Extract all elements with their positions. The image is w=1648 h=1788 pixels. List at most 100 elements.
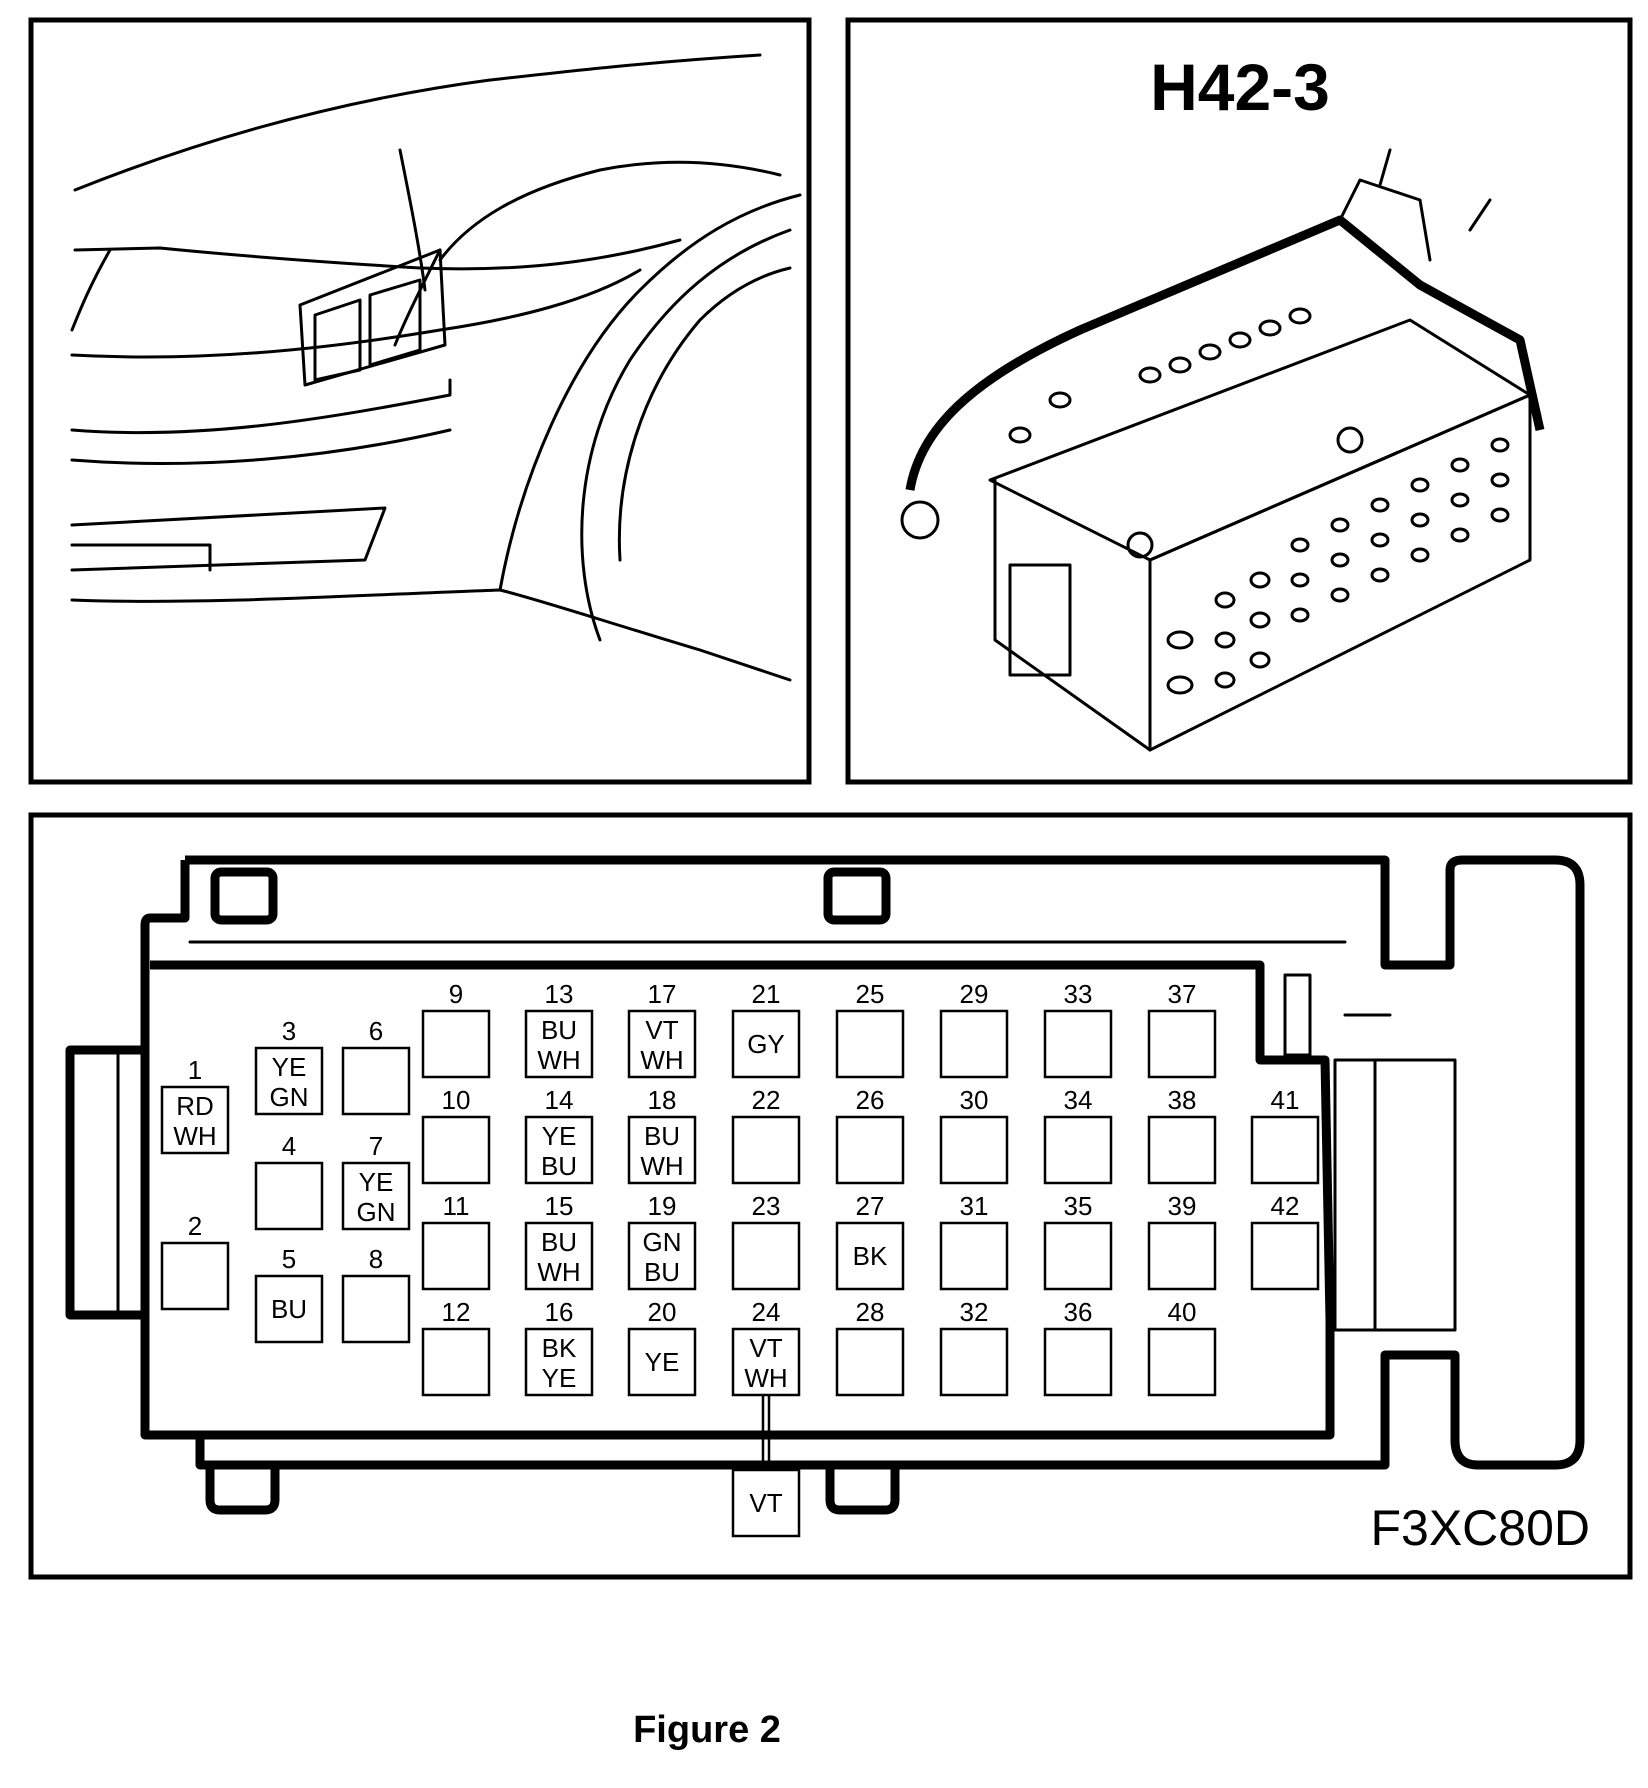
pin-number: 32 bbox=[960, 1297, 989, 1327]
pin-number: 10 bbox=[442, 1085, 471, 1115]
wire-color: BU bbox=[271, 1294, 307, 1324]
pin-cavity bbox=[835, 1327, 905, 1397]
pin-37: 37 bbox=[1147, 979, 1217, 1079]
wire-color: YE bbox=[645, 1347, 680, 1377]
pin-22: 22 bbox=[731, 1085, 801, 1185]
pin-cavity bbox=[627, 1327, 697, 1397]
pin-number: 4 bbox=[282, 1131, 296, 1161]
pin-number: 12 bbox=[442, 1297, 471, 1327]
connector-perspective-panel: H42-3 bbox=[845, 17, 1633, 785]
pin-cavity bbox=[835, 1009, 905, 1079]
pin-number: 18 bbox=[648, 1085, 677, 1115]
pin-5: 5BU bbox=[254, 1244, 324, 1344]
pin-10: 10 bbox=[421, 1085, 491, 1185]
wire-color-stripe: GN bbox=[357, 1197, 396, 1227]
wire-color-primary: GN bbox=[643, 1227, 682, 1257]
pin-number: 3 bbox=[282, 1016, 296, 1046]
wire-color-primary: BU bbox=[541, 1015, 577, 1045]
pin-34: 34 bbox=[1043, 1085, 1113, 1185]
pin-39: 39 bbox=[1147, 1191, 1217, 1291]
pin-number: 19 bbox=[648, 1191, 677, 1221]
pin-35: 35 bbox=[1043, 1191, 1113, 1291]
pin-8: 8 bbox=[341, 1244, 411, 1344]
wire-color-stripe: WH bbox=[640, 1151, 683, 1181]
pin-cavity bbox=[524, 1327, 594, 1397]
wire-color-primary: RD bbox=[176, 1091, 214, 1121]
pin-cavity bbox=[160, 1241, 230, 1311]
pin-number: 22 bbox=[752, 1085, 781, 1115]
pin-cavity bbox=[731, 1221, 801, 1291]
pin-32: 32 bbox=[939, 1297, 1009, 1397]
pin-cavity bbox=[524, 1115, 594, 1185]
pin-cavity bbox=[1147, 1327, 1217, 1397]
pin-cavity bbox=[627, 1221, 697, 1291]
pin-number: 31 bbox=[960, 1191, 989, 1221]
pin-number: 1 bbox=[188, 1055, 202, 1085]
pin-cavity bbox=[627, 1115, 697, 1185]
pin-number: 33 bbox=[1064, 979, 1093, 1009]
pin-cavity bbox=[939, 1009, 1009, 1079]
pin-4: 4 bbox=[254, 1131, 324, 1231]
pin-cavity bbox=[341, 1161, 411, 1231]
pin-number: 20 bbox=[648, 1297, 677, 1327]
wire-color-stripe: WH bbox=[744, 1363, 787, 1393]
pin-number: 13 bbox=[545, 979, 574, 1009]
pin-25: 25 bbox=[835, 979, 905, 1079]
splice-box bbox=[731, 1468, 801, 1538]
wire-color-stripe: YE bbox=[542, 1363, 577, 1393]
pin-cavity bbox=[421, 1115, 491, 1185]
pin-number: 39 bbox=[1168, 1191, 1197, 1221]
pin-cavity bbox=[524, 1009, 594, 1079]
pin-number: 5 bbox=[282, 1244, 296, 1274]
pin-cavity bbox=[254, 1046, 324, 1116]
wire-color-stripe: WH bbox=[537, 1045, 580, 1075]
pin-number: 24 bbox=[752, 1297, 781, 1327]
pin-number: 25 bbox=[856, 979, 885, 1009]
pin-cavity bbox=[939, 1327, 1009, 1397]
pin-number: 42 bbox=[1271, 1191, 1300, 1221]
pin-33: 33 bbox=[1043, 979, 1113, 1079]
pin-number: 14 bbox=[545, 1085, 574, 1115]
pin-number: 11 bbox=[443, 1191, 470, 1221]
pin-number: 6 bbox=[369, 1016, 383, 1046]
pin-cavity bbox=[939, 1221, 1009, 1291]
pin-11: 11 bbox=[421, 1191, 491, 1291]
wire-color-primary: BU bbox=[541, 1227, 577, 1257]
pin-cavity bbox=[835, 1115, 905, 1185]
pin-number: 30 bbox=[960, 1085, 989, 1115]
pin-2: 2 bbox=[160, 1211, 230, 1311]
pin-31: 31 bbox=[939, 1191, 1009, 1291]
pin-cavity bbox=[421, 1221, 491, 1291]
pin-number: 36 bbox=[1064, 1297, 1093, 1327]
pin-26: 26 bbox=[835, 1085, 905, 1185]
wire-color: GY bbox=[747, 1029, 785, 1059]
pin-30: 30 bbox=[939, 1085, 1009, 1185]
pin-9: 9 bbox=[421, 979, 491, 1079]
wire-color-stripe: WH bbox=[640, 1045, 683, 1075]
figure-code: F3XC80D bbox=[1370, 1500, 1590, 1556]
pin-number: 34 bbox=[1064, 1085, 1093, 1115]
pin-layout: 1RDWH23YEGN45BU67YEGN8910111213BUWH14YEB… bbox=[160, 979, 1320, 1397]
pin-number: 28 bbox=[856, 1297, 885, 1327]
figure-caption: Figure 2 bbox=[633, 1709, 781, 1751]
pin-number: 7 bbox=[369, 1131, 383, 1161]
pin-cavity bbox=[1043, 1327, 1113, 1397]
wire-color: BK bbox=[853, 1241, 888, 1271]
pin-cavity bbox=[421, 1009, 491, 1079]
pin-cavity bbox=[627, 1009, 697, 1079]
pin-cavity bbox=[421, 1327, 491, 1397]
pin-12: 12 bbox=[421, 1297, 491, 1397]
pin-cavity bbox=[731, 1009, 801, 1079]
pin-cavity bbox=[1043, 1115, 1113, 1185]
cavity-grid bbox=[1008, 307, 1510, 695]
pin-cavity bbox=[254, 1274, 324, 1344]
splice-wire-color: VT bbox=[749, 1488, 782, 1518]
